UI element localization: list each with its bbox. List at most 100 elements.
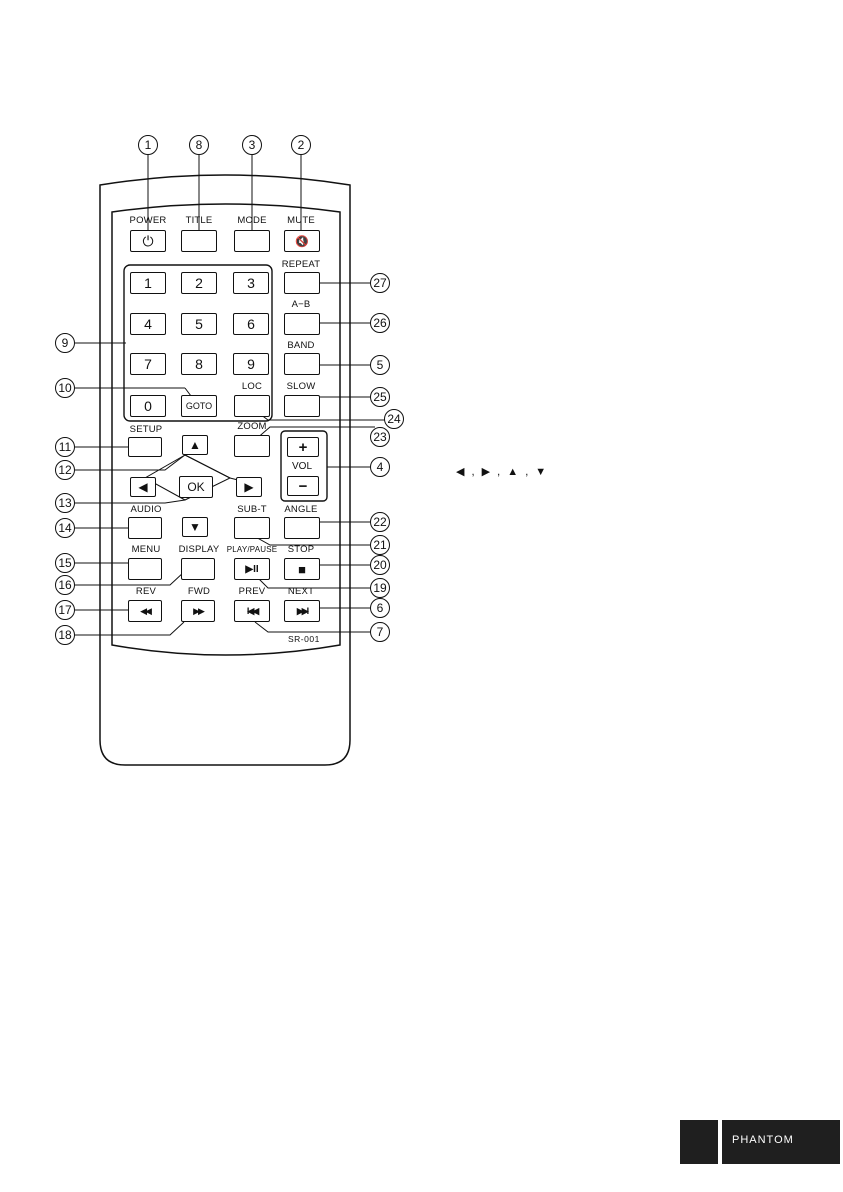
band-button[interactable] [284, 353, 320, 375]
next-button[interactable]: ▶▶I [284, 600, 320, 622]
mode-button[interactable] [234, 230, 270, 252]
audio-button[interactable] [128, 517, 162, 539]
right-arrow-icon: ▶ [244, 480, 254, 494]
rev-button[interactable]: ◀◀ [128, 600, 162, 622]
down-button[interactable]: ▼ [182, 517, 208, 537]
zoom-label: ZOOM [237, 421, 267, 432]
ok-button[interactable]: OK [179, 476, 213, 498]
repeat-button[interactable] [284, 272, 320, 294]
num-5-label: 5 [195, 316, 203, 332]
stop-button[interactable]: ■ [284, 558, 320, 580]
num-1-button[interactable]: 1 [130, 272, 166, 294]
play-pause-icon: ▶II [245, 563, 259, 575]
up-button[interactable]: ▲ [182, 435, 208, 455]
sub-t-label: SUB-T [237, 504, 267, 515]
stop-icon: ■ [298, 561, 306, 577]
power-button[interactable]: ⏻ [130, 230, 166, 252]
mute-button[interactable]: 🔇 [284, 230, 320, 252]
angle-label: ANGLE [284, 504, 318, 515]
vol-plus-label: + [298, 438, 308, 456]
num-3-button[interactable]: 3 [233, 272, 269, 294]
prev-button[interactable]: I◀◀ [234, 600, 270, 622]
num-8-button[interactable]: 8 [181, 353, 217, 375]
next-label: NEXT [287, 586, 315, 597]
prev-label: PREV [238, 586, 266, 597]
goto-button[interactable]: GOTO [181, 395, 217, 417]
callout-4: 4 [370, 457, 390, 477]
callout-12: 12 [55, 460, 75, 480]
callout-7: 7 [370, 622, 390, 642]
power-icon: ⏻ [142, 232, 154, 249]
next-icon: ▶▶I [296, 605, 309, 616]
zoom-button[interactable] [234, 435, 270, 457]
power-label: POWER [129, 215, 167, 226]
num-7-button[interactable]: 7 [130, 353, 166, 375]
callout-11: 11 [55, 437, 75, 457]
mute-icon: 🔇 [295, 235, 309, 248]
num-2-label: 2 [195, 275, 203, 291]
mute-label: MUTE [287, 215, 315, 226]
callout-24: 24 [384, 409, 404, 429]
a-b-button[interactable] [284, 313, 320, 335]
num-6-button[interactable]: 6 [233, 313, 269, 335]
fwd-button[interactable]: ▶▶ [181, 600, 215, 622]
num-9-label: 9 [247, 356, 255, 372]
num-5-button[interactable]: 5 [181, 313, 217, 335]
right-button[interactable]: ▶ [236, 477, 262, 497]
num-1-label: 1 [144, 275, 152, 291]
brand-logo-text: PHANTOM [732, 1134, 794, 1146]
callout-9: 9 [55, 333, 75, 353]
callout-14: 14 [55, 518, 75, 538]
model-number: SR-001 [288, 634, 320, 644]
loc-button[interactable] [234, 395, 270, 417]
num-0-label: 0 [144, 398, 152, 414]
vol-up-button[interactable]: + [287, 437, 319, 457]
down-arrow-icon: ▼ [189, 520, 201, 534]
vol-down-button[interactable]: − [287, 476, 319, 496]
title-button[interactable] [181, 230, 217, 252]
num-7-label: 7 [144, 356, 152, 372]
page-number-box [680, 1120, 718, 1164]
callout-23: 23 [370, 427, 390, 447]
menu-button[interactable] [128, 558, 162, 580]
num-2-button[interactable]: 2 [181, 272, 217, 294]
callout-26: 26 [370, 313, 390, 333]
slow-button[interactable] [284, 395, 320, 417]
callout-13: 13 [55, 493, 75, 513]
setup-button[interactable] [128, 437, 162, 457]
angle-button[interactable] [284, 517, 320, 539]
callout-27: 27 [370, 273, 390, 293]
left-arrow-icon: ◀ [138, 480, 148, 494]
brand-logo: PHANTOM [722, 1120, 840, 1164]
setup-label: SETUP [129, 424, 163, 435]
a-b-label: A−B [291, 299, 311, 310]
play-pause-label: PLAY/PAUSE [226, 545, 278, 554]
callout-6: 6 [370, 598, 390, 618]
callout-16: 16 [55, 575, 75, 595]
callout-20: 20 [370, 555, 390, 575]
sub-t-button[interactable] [234, 517, 270, 539]
arrow-legend: ◀ , ▶ , ▲ , ▼ [456, 466, 549, 478]
callout-1: 1 [138, 135, 158, 155]
rev-icon: ◀◀ [140, 605, 152, 616]
num-9-button[interactable]: 9 [233, 353, 269, 375]
callout-3: 3 [242, 135, 262, 155]
slow-label: SLOW [286, 381, 316, 392]
left-button[interactable]: ◀ [130, 477, 156, 497]
callout-15: 15 [55, 553, 75, 573]
num-3-label: 3 [247, 275, 255, 291]
callout-2: 2 [291, 135, 311, 155]
audio-label: AUDIO [130, 504, 162, 515]
callout-19: 19 [370, 578, 390, 598]
rev-label: REV [135, 586, 157, 597]
num-4-button[interactable]: 4 [130, 313, 166, 335]
num-0-button[interactable]: 0 [130, 395, 166, 417]
display-button[interactable] [181, 558, 215, 580]
num-6-label: 6 [247, 316, 255, 332]
title-label: TITLE [185, 215, 213, 226]
callout-10: 10 [55, 378, 75, 398]
menu-label: MENU [131, 544, 161, 555]
vol-minus-label: − [298, 477, 308, 495]
play-pause-button[interactable]: ▶II [234, 558, 270, 580]
